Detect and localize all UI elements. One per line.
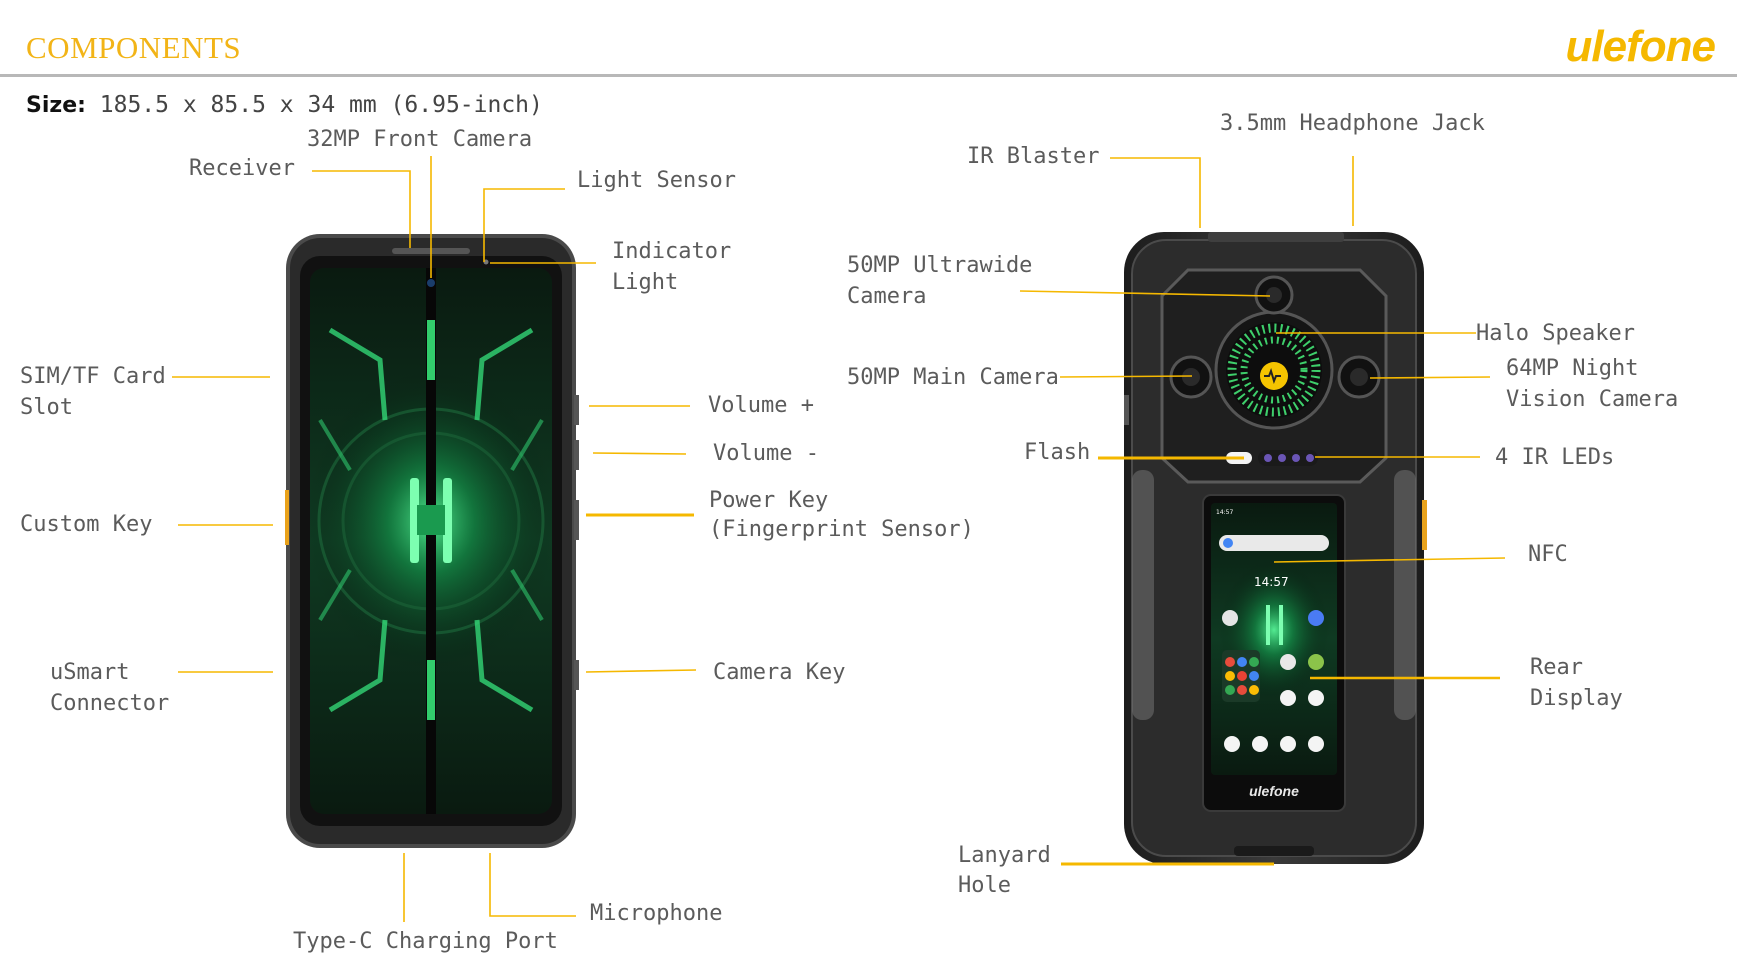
label-rear-display-line1: Rear — [1530, 655, 1583, 680]
label-custom-key: Custom Key — [20, 512, 153, 537]
label-halo-speaker: Halo Speaker — [1476, 321, 1635, 346]
label-camera-key: Camera Key — [713, 660, 846, 685]
label-rear-display-line2: Display — [1530, 686, 1623, 711]
label-main-camera: 50MP Main Camera — [847, 365, 1059, 390]
label-nfc: NFC — [1528, 542, 1568, 567]
label-front-camera: 32MP Front Camera — [307, 127, 533, 152]
label-sim-slot-line2: Slot — [20, 395, 73, 420]
label-usmart-line2: Connector — [50, 691, 170, 716]
label-indicator-light-line2: Light — [612, 270, 679, 295]
label-ir-blaster: IR Blaster — [967, 144, 1100, 169]
rear-screen-app-grid — [1222, 610, 1324, 752]
label-lanyard-line2: Hole — [958, 873, 1011, 898]
label-night-camera-line2: Vision Camera — [1506, 387, 1679, 412]
label-lanyard-line1: Lanyard — [958, 843, 1051, 868]
label-ir-leds: 4 IR LEDs — [1495, 445, 1615, 470]
label-volume-up: Volume + — [708, 393, 814, 418]
label-headphone-jack: 3.5mm Headphone Jack — [1220, 111, 1485, 136]
label-receiver: Receiver — [189, 156, 295, 181]
header-divider — [0, 74, 1737, 77]
page-title: COMPONENTS — [26, 30, 242, 65]
label-ultrawide-line1: 50MP Ultrawide — [847, 253, 1033, 278]
rear-phone: 14:57 14:57 ulefone — [1124, 232, 1427, 864]
label-indicator-light-line1: Indicator — [612, 239, 732, 264]
label-power-key-line2: (Fingerprint Sensor) — [709, 517, 974, 542]
rear-screen-status-time: 14:57 — [1216, 509, 1233, 516]
label-sim-slot-line1: SIM/TF Card — [20, 364, 166, 389]
label-typec-port: Type-C Charging Port — [293, 929, 558, 954]
label-light-sensor: Light Sensor — [577, 168, 736, 193]
rear-screen-brand: ulefone — [1249, 783, 1299, 799]
leader-lines — [172, 156, 1506, 922]
label-power-key-line1: Power Key — [709, 488, 829, 513]
brand-logo: ulefone — [1565, 22, 1716, 71]
size-spec: Size: 185.5 x 85.5 x 34 mm (6.95-inch) — [26, 92, 543, 118]
label-microphone: Microphone — [590, 901, 723, 926]
rear-screen-clock: 14:57 — [1254, 575, 1289, 589]
front-phone — [285, 234, 579, 848]
size-label: Size: — [26, 93, 86, 118]
label-ultrawide-line2: Camera — [847, 284, 927, 309]
label-volume-down: Volume - — [713, 441, 819, 466]
label-flash: Flash — [1024, 440, 1091, 465]
size-value: 185.5 x 85.5 x 34 mm (6.95-inch) — [85, 92, 543, 118]
label-night-camera-line1: 64MP Night — [1506, 356, 1639, 381]
label-usmart-line1: uSmart — [50, 660, 130, 685]
